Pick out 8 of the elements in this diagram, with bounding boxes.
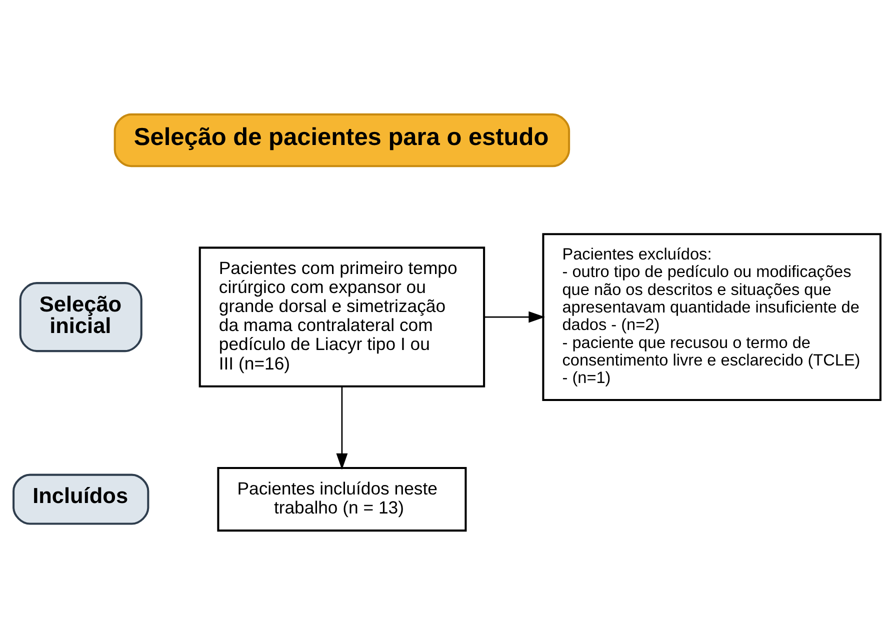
arrow	[484, 310, 545, 322]
node-box: Seleção de pacientes para o estudo	[114, 112, 570, 167]
node-box: Pacientes com primeiro tempo cirúrgico com expansor ou grande dorsal e simetrização da mama contralateral com pedículo de Liacyr tipo I ou III (n=16)	[198, 246, 486, 387]
node-box: Incluídos	[12, 473, 150, 524]
node-box: Pacientes excluídos: - outro tipo de pedículo ou modificações que não os descritos e situações que apresentavam quantidade insuficiente de dados - (n=2) - paciente que recusou o termo de consentimento livre e esclarecido (TCLE) - (n=1)	[542, 232, 882, 401]
node-box: Seleção inicial	[19, 282, 142, 352]
node-box: Pacientes incluídos neste trabalho (n = 13)	[217, 466, 467, 532]
arrow	[336, 386, 348, 470]
